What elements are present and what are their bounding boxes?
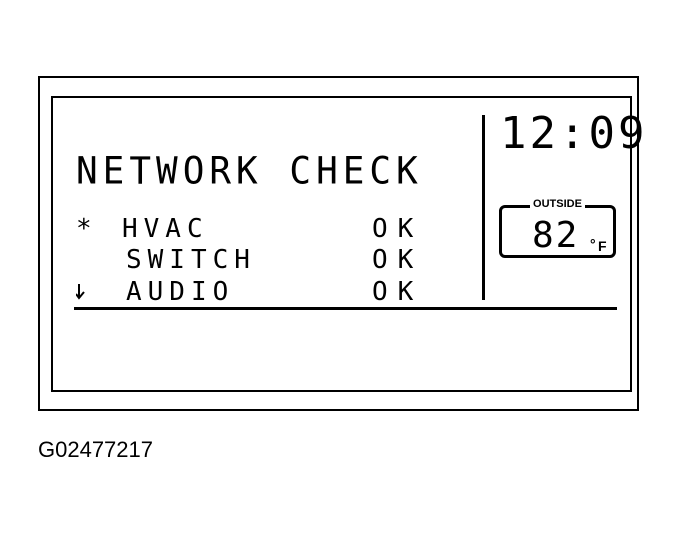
vertical-divider [482, 115, 485, 300]
screen-title: NETWORK CHECK [76, 149, 423, 193]
network-row-switch: SWITCH OK [76, 245, 436, 275]
horizontal-divider [74, 307, 617, 310]
network-row-status: OK [372, 277, 424, 307]
network-row-status: OK [372, 245, 424, 275]
degree-symbol: ° [590, 236, 596, 252]
scroll-down-icon [76, 284, 85, 300]
network-row-label: AUDIO [126, 277, 235, 307]
outside-temperature-value: 82 [532, 215, 580, 256]
temperature-unit: F [598, 238, 607, 254]
network-row-audio: AUDIO OK [76, 277, 436, 307]
clock-display: 12:09 [500, 108, 648, 159]
network-row-label: SWITCH [126, 245, 256, 275]
display-screen [51, 96, 632, 392]
network-row-status: OK [372, 214, 424, 244]
network-row-hvac: * HVAC OK [76, 214, 436, 244]
outside-temperature-box: OUTSIDE 82 ° F [499, 198, 616, 258]
figure-id: G02477217 [38, 437, 153, 462]
network-row-label: HVAC [122, 214, 209, 244]
selection-marker: * [76, 214, 92, 244]
outside-caption: OUTSIDE [530, 198, 585, 210]
outer-frame [38, 76, 639, 411]
